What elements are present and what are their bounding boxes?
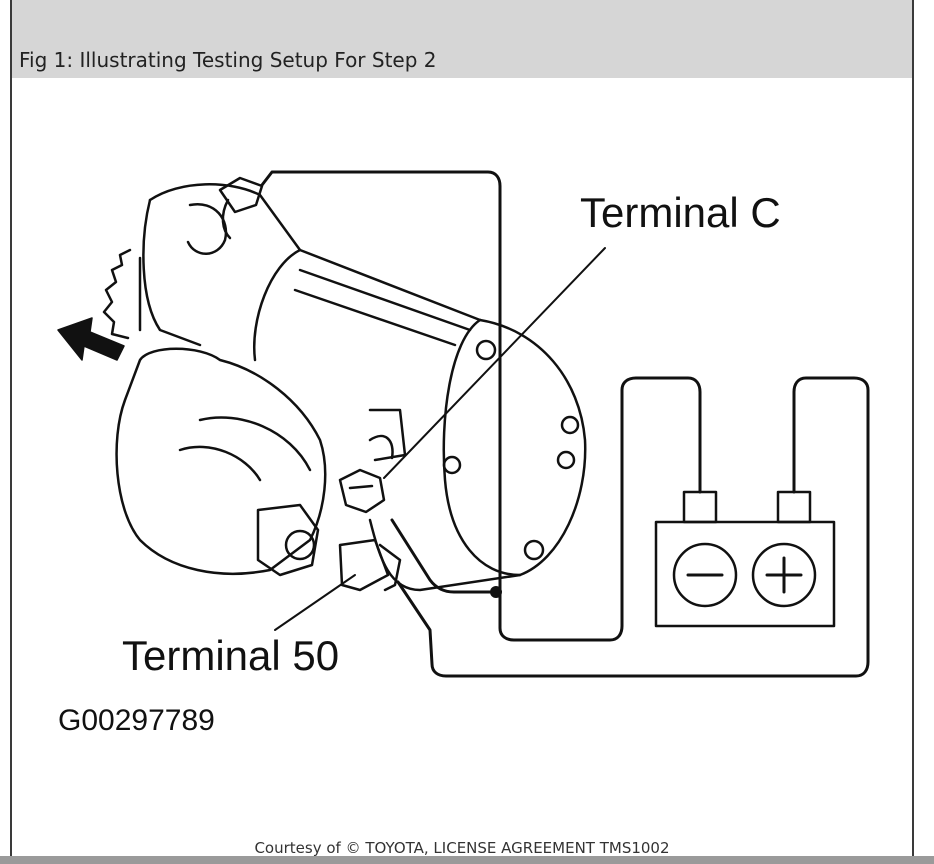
figure-frame	[10, 0, 914, 864]
battery	[654, 490, 836, 628]
label-figure-code: G00297789	[58, 704, 215, 737]
starter-test-diagram: Terminal C Terminal 50 G00297789	[57, 170, 870, 737]
bottom-scrollbar	[0, 856, 934, 864]
starter-motor	[102, 176, 587, 592]
wire-junction	[490, 586, 502, 598]
label-terminal-c: Terminal C	[580, 189, 781, 236]
wire-terminal-c-to-junction	[390, 518, 502, 594]
leader-terminal-50	[274, 574, 356, 631]
direction-arrow	[57, 317, 125, 361]
caption-bar	[12, 0, 912, 78]
figure-caption: Fig 1: Illustrating Testing Setup For St…	[19, 48, 437, 72]
wire-top-to-junction	[260, 170, 502, 594]
leader-terminal-c	[383, 247, 606, 479]
label-terminal-50: Terminal 50	[122, 632, 339, 679]
battery-positive-icon	[765, 556, 803, 594]
wire-junction-to-negative	[498, 376, 702, 642]
wire-terminal-50-to-positive	[396, 376, 870, 678]
courtesy-note: Courtesy of © TOYOTA, LICENSE AGREEMENT …	[254, 839, 670, 857]
